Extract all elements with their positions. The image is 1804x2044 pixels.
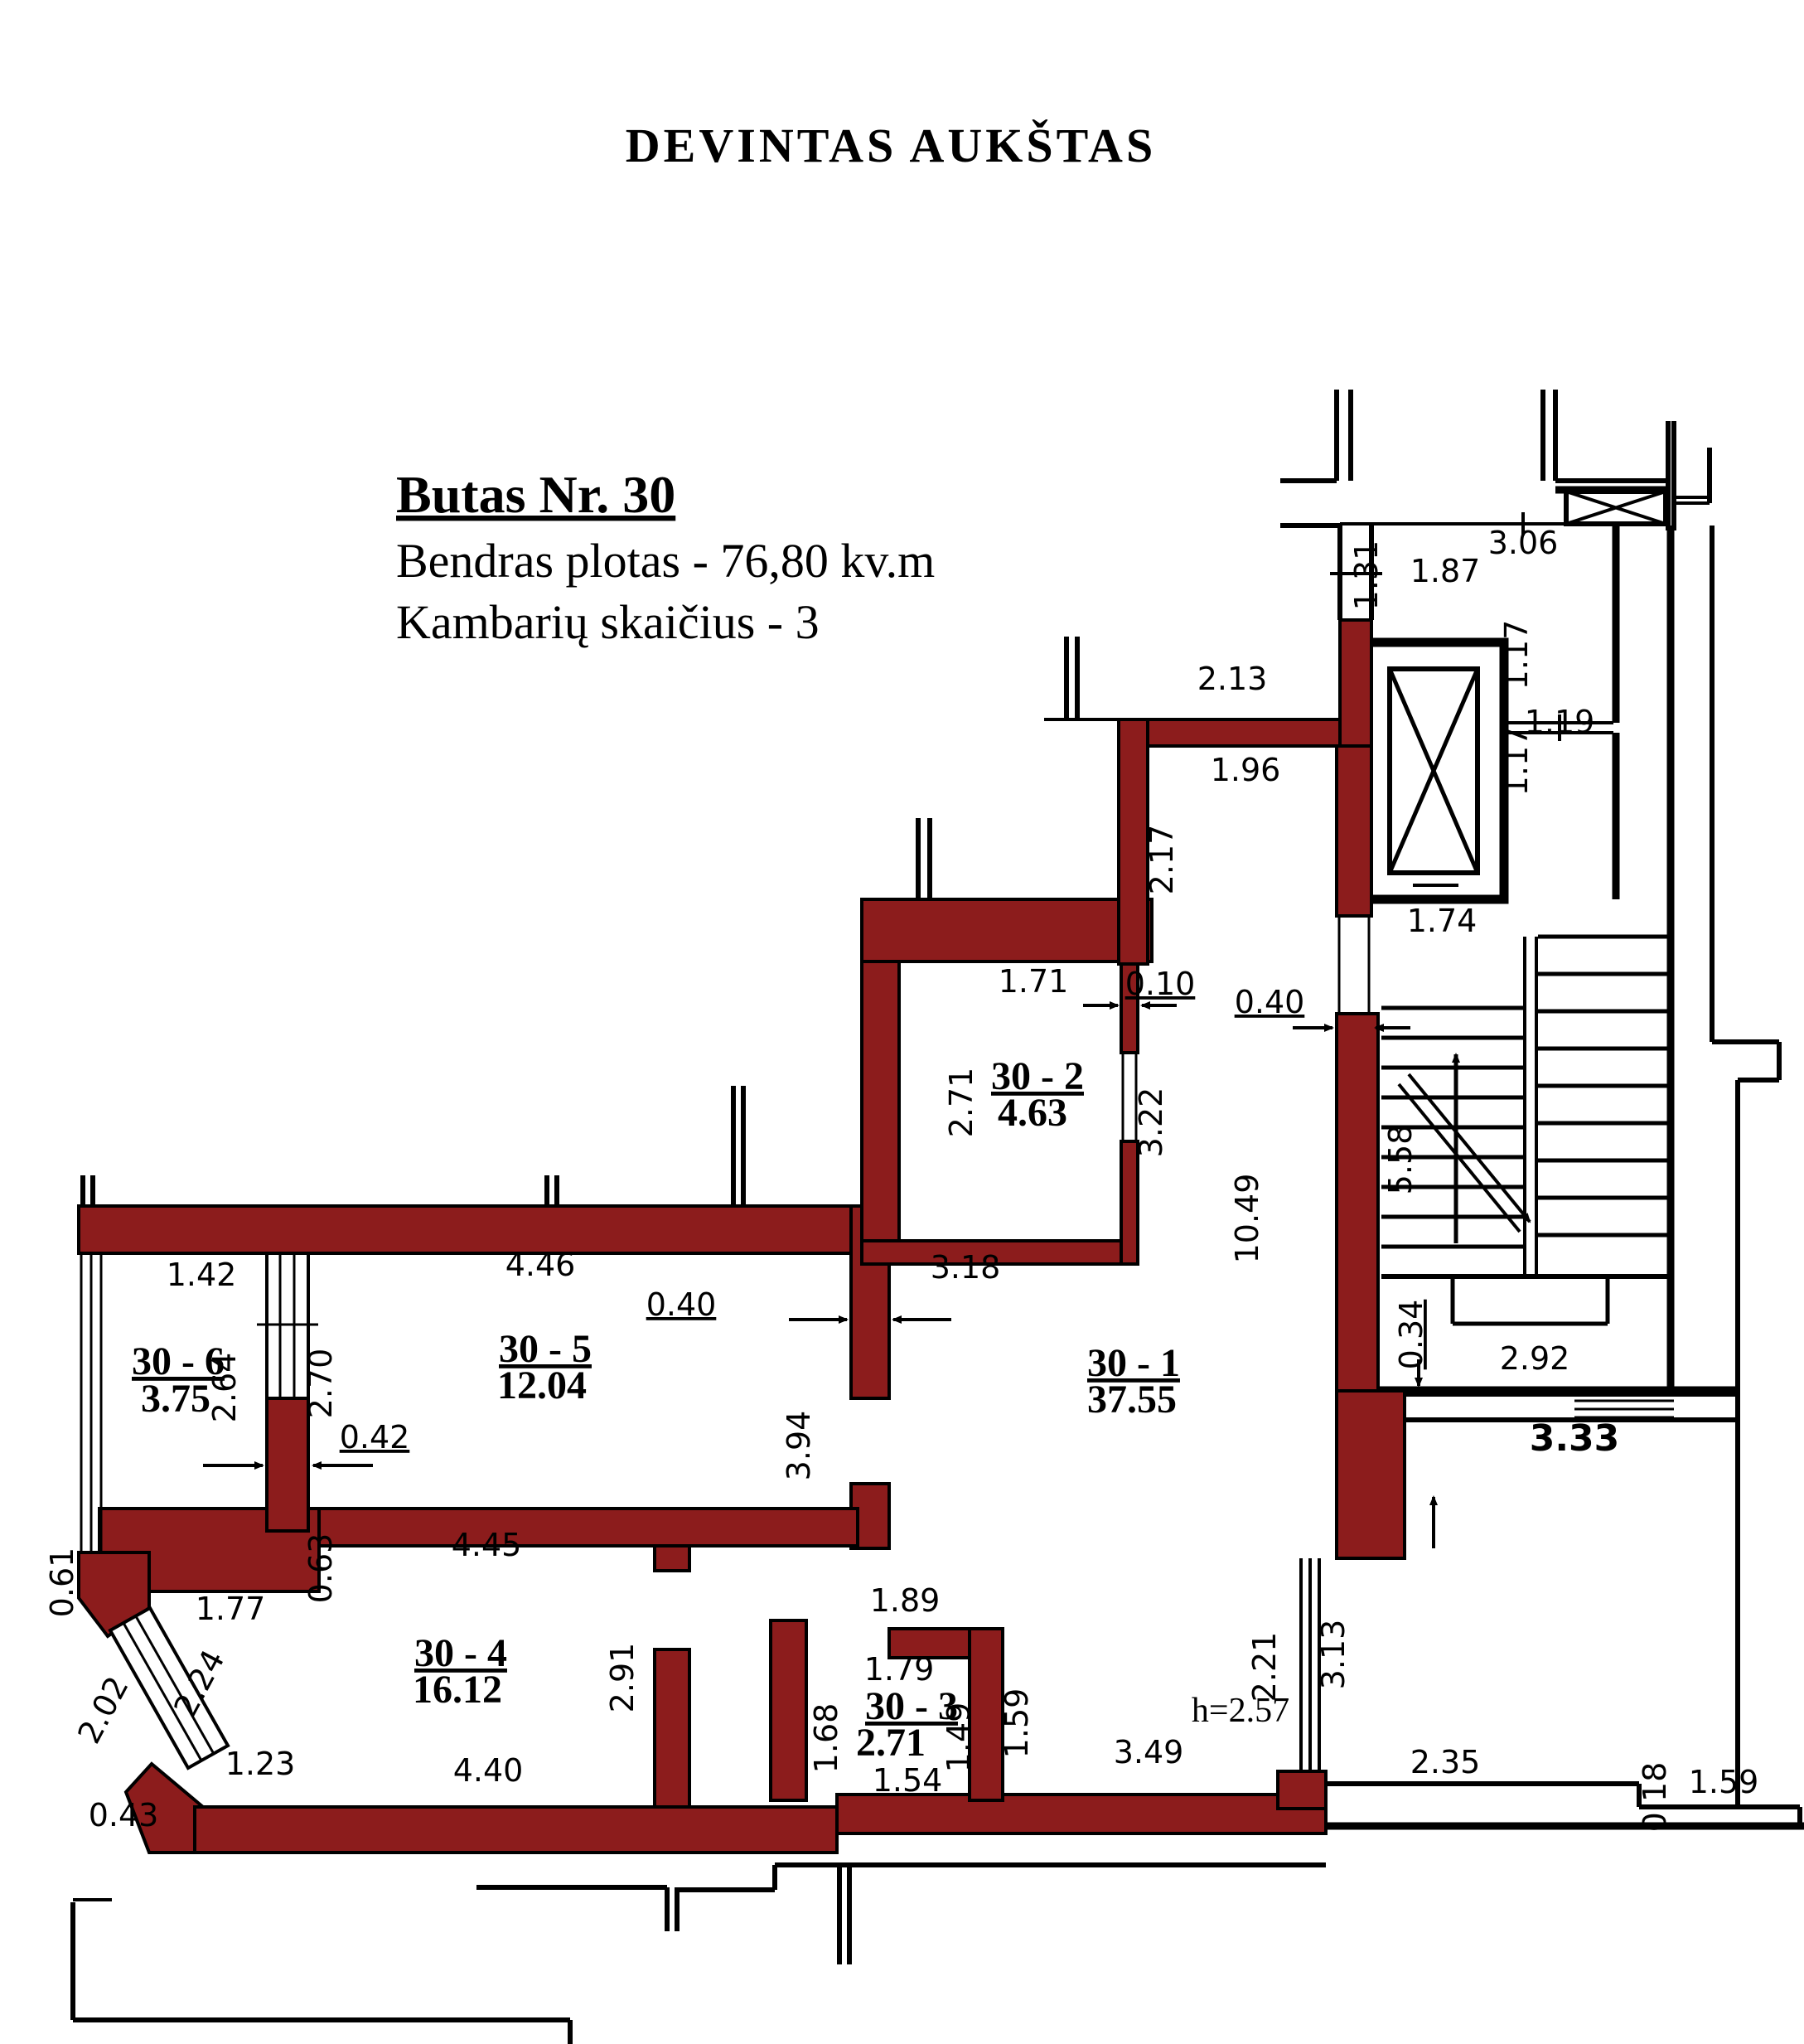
dimension-label: 2.02 xyxy=(70,1670,136,1749)
page-title: DEVINTAS AUKŠTAS xyxy=(626,119,1156,172)
windows xyxy=(80,916,1371,1771)
staircase xyxy=(1378,934,1738,1422)
room-label-30-6: 30 - 6 xyxy=(132,1339,225,1383)
dimension-label: 2.91 xyxy=(604,1643,641,1713)
bay-corner-lower xyxy=(123,1761,205,1854)
room-label-30-3: 30 - 3 xyxy=(865,1684,958,1728)
dimension-label: 0.40 xyxy=(646,1286,717,1323)
dimension-label: 1.23 xyxy=(225,1746,296,1782)
dimension-label: 0.43 xyxy=(89,1797,159,1833)
dimension-label: 5.58 xyxy=(1382,1125,1419,1195)
dimension-label: 1.17 xyxy=(1498,726,1535,797)
dimension-label: 0.42 xyxy=(340,1419,410,1456)
dimension-label: 3.13 xyxy=(1315,1620,1352,1690)
dimension-label: 1.49 xyxy=(941,1703,977,1773)
dimension-label: 2.64 xyxy=(206,1353,243,1423)
room-area-30-6: 3.75 xyxy=(141,1377,210,1421)
dimension-label: 1.89 xyxy=(870,1582,941,1619)
dimension-label: 1.87 xyxy=(1410,553,1481,589)
dimension-label: 1.68 xyxy=(808,1703,844,1774)
dimension-label: 1.74 xyxy=(1407,903,1478,939)
dimension-label: 3.18 xyxy=(931,1249,1001,1286)
dimension-label: 1.59 xyxy=(999,1688,1035,1759)
dimension-label: 2.13 xyxy=(1197,661,1268,697)
window-30-6-left xyxy=(80,1253,103,1552)
dimension-label: 1.71 xyxy=(999,963,1069,1000)
room-label-30-1: 30 - 1 xyxy=(1087,1341,1180,1385)
room-area-30-2: 4.63 xyxy=(998,1091,1067,1135)
dimension-label: 1.79 xyxy=(864,1651,935,1688)
dimension-label: 0.10 xyxy=(1125,966,1196,1002)
apartment-total-area: Bendras plotas - 76,80 kv.m xyxy=(396,534,935,588)
dimension-label: 3.94 xyxy=(781,1411,817,1481)
dimension-label: 1.96 xyxy=(1211,752,1281,788)
dimension-label: 1.31 xyxy=(1348,540,1385,611)
dimension-label: 2.35 xyxy=(1410,1744,1481,1780)
dimension-label: 2.21 xyxy=(1246,1632,1283,1703)
dimension-label: 0.63 xyxy=(302,1533,339,1604)
dimension-label: 1.77 xyxy=(196,1591,266,1627)
partition-30-6-30-5 xyxy=(257,1252,318,1400)
dimension-label: 0.40 xyxy=(1235,984,1305,1020)
bay-window xyxy=(108,1606,230,1770)
dimension-arrows xyxy=(203,1001,1438,1548)
elevator-cab xyxy=(1387,666,1480,875)
dimension-label: 1.42 xyxy=(167,1257,237,1293)
dimension-label: 10.49 xyxy=(1229,1174,1265,1264)
dimension-label: 1.17 xyxy=(1498,620,1535,690)
dimension-label: 0.18 xyxy=(1637,1762,1673,1833)
room-area-30-4: 16.12 xyxy=(413,1668,502,1712)
dimension-label: 3.49 xyxy=(1114,1734,1184,1770)
room-label-30-5: 30 - 5 xyxy=(499,1327,592,1371)
dimension-label: 2.92 xyxy=(1500,1340,1570,1377)
apartment-walls xyxy=(77,618,1406,1854)
door-30-2 xyxy=(1121,1053,1138,1141)
dimension-label: 0.61 xyxy=(44,1548,80,1618)
dimension-label: 2.17 xyxy=(1144,825,1180,895)
room-label-30-4: 30 - 4 xyxy=(414,1631,507,1675)
dimension-label: 2.71 xyxy=(943,1068,979,1138)
apartment-room-count: Kambarių skaičius - 3 xyxy=(396,595,820,649)
dimension-label: 4.40 xyxy=(453,1752,524,1789)
dimension-label: 1.59 xyxy=(1689,1764,1759,1800)
dimension-label: 3.33 xyxy=(1530,1417,1620,1460)
dimension-label: 4.45 xyxy=(452,1527,522,1563)
room-area-30-1: 37.55 xyxy=(1087,1378,1177,1422)
dimension-label: 1.54 xyxy=(873,1762,943,1799)
vent-shaft xyxy=(1564,489,1668,526)
room-area-30-5: 12.04 xyxy=(497,1363,587,1407)
dimension-label: 0.34 xyxy=(1393,1300,1429,1370)
room-labels: 30 - 1 37.55 30 - 2 4.63 30 - 3 2.71 30 … xyxy=(132,1054,1180,1765)
dimension-label: h=2.57 xyxy=(1192,1692,1289,1730)
room-label-30-2: 30 - 2 xyxy=(991,1054,1084,1098)
elevator xyxy=(1358,637,1509,904)
glazed-partition-30-1 xyxy=(1299,1558,1321,1771)
header: DEVINTAS AUKŠTAS Butas Nr. 30 Bendras pl… xyxy=(396,119,1156,649)
apartment-name: Butas Nr. 30 xyxy=(396,465,675,524)
dimension-label: 2.70 xyxy=(302,1349,339,1419)
entrance-door xyxy=(1337,916,1371,1014)
room-area-30-3: 2.71 xyxy=(856,1721,926,1765)
dimension-label: 4.46 xyxy=(505,1247,576,1283)
dimension-label: 1.19 xyxy=(1525,704,1595,740)
dimension-label: 3.06 xyxy=(1488,525,1559,561)
dimension-label: 3.22 xyxy=(1133,1087,1169,1158)
